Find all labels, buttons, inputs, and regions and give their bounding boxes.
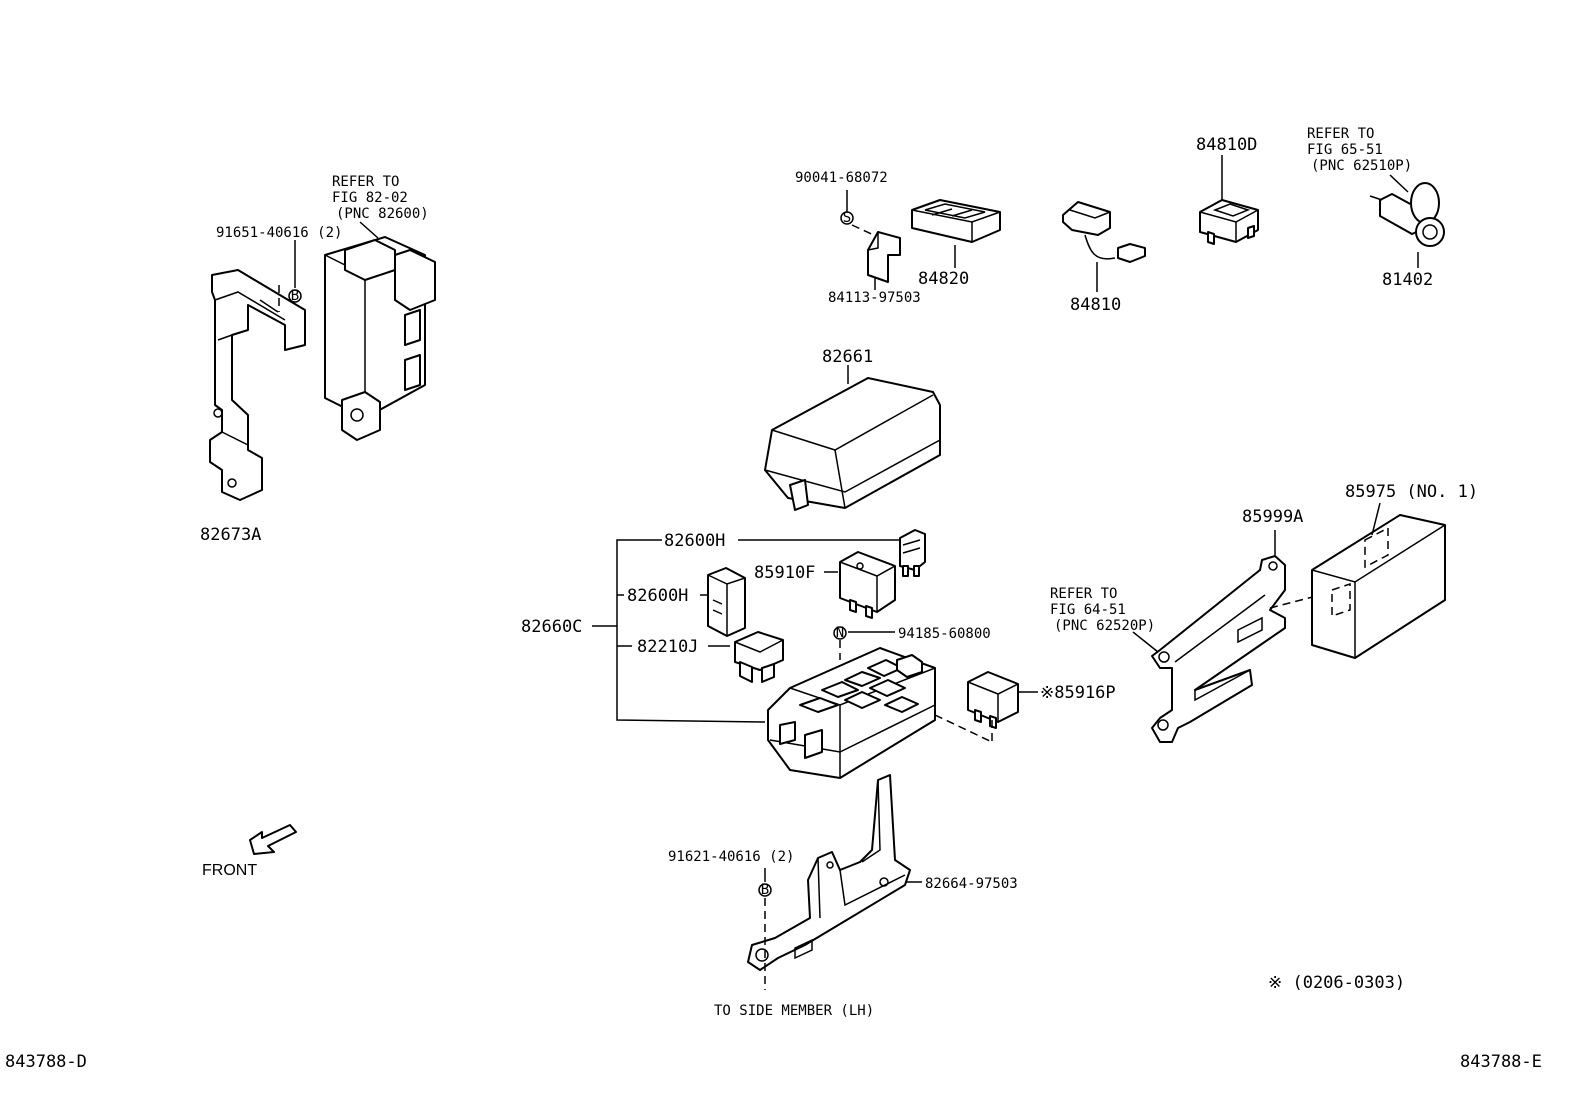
label-94185-60800: 94185-60800 — [898, 626, 991, 642]
label-82664-97503: 82664-97503 — [925, 876, 1018, 892]
label-82673a: 82673A — [200, 525, 261, 545]
relay-85910f-drawing — [839, 551, 896, 619]
label-85975-no1: 85975 (NO. 1) — [1345, 482, 1478, 502]
bracket-82673a-drawing — [209, 269, 306, 501]
cover-82661-drawing — [764, 377, 941, 511]
label-90041-68072: 90041-68072 — [795, 170, 888, 186]
label-82661: 82661 — [822, 347, 873, 367]
label-to-side-member: TO SIDE MEMBER (LH) — [714, 1003, 874, 1019]
label-84810: 84810 — [1070, 295, 1121, 315]
label-85910f: 85910F — [754, 563, 815, 583]
label-ref-right: 843788-E — [1460, 1052, 1542, 1072]
bracket-85999a-drawing — [1151, 555, 1286, 743]
label-refer-fig-64-51-line3: (PNC 62520P) — [1054, 618, 1155, 634]
svg-text:B: B — [761, 882, 769, 898]
marker-n: N — [833, 625, 847, 641]
label-85916p: ※85916P — [1040, 683, 1116, 703]
label-84810d: 84810D — [1196, 135, 1257, 155]
block-82210j-drawing — [734, 631, 784, 683]
label-ref-left: 843788-D — [5, 1052, 87, 1072]
svg-text:N: N — [836, 625, 844, 641]
label-91621-40616: 91621-40616 (2) — [668, 849, 794, 865]
label-refer-fig-82-02-line1: REFER TO — [332, 174, 399, 190]
front-arrow-icon — [249, 824, 297, 855]
bracket-82664-drawing — [747, 774, 911, 971]
label-84820: 84820 — [918, 269, 969, 289]
label-81402: 81402 — [1382, 270, 1433, 290]
label-82600h-top: 82600H — [664, 531, 725, 551]
svg-text:B: B — [291, 288, 299, 304]
marker-b-bottom: B — [758, 882, 772, 898]
fuse-82600h-top-drawing — [899, 529, 926, 577]
svg-text:S: S — [843, 210, 851, 226]
bracket-84113-drawing — [867, 231, 901, 283]
label-refer-fig-82-02-line2: FIG 82-02 — [332, 190, 408, 206]
label-refer-fig-65-51-line3: (PNC 62510P) — [1311, 158, 1412, 174]
label-82660c: 82660C — [521, 617, 582, 637]
label-refer-fig-82-02-line3: (PNC 82600) — [336, 206, 429, 222]
label-refer-fig-65-51-line1: REFER TO — [1307, 126, 1374, 142]
label-82210j: 82210J — [637, 637, 698, 657]
switch-84810d-drawing — [1199, 199, 1259, 245]
marker-s: S — [840, 210, 854, 226]
label-front: FRONT — [202, 862, 257, 879]
label-85999a: 85999A — [1242, 507, 1303, 527]
label-refer-fig-64-51-line2: FIG 64-51 — [1050, 602, 1126, 618]
relay-85916p-drawing — [967, 671, 1019, 729]
label-82600h-mid: 82600H — [627, 586, 688, 606]
ecu-85975-drawing — [1311, 514, 1446, 659]
switch-84810-drawing — [1062, 201, 1146, 263]
fuse-box-82660c-drawing — [767, 647, 936, 779]
label-refer-fig-65-51-line2: FIG 65-51 — [1307, 142, 1383, 158]
marker-b-top: B — [288, 288, 302, 304]
label-refer-fig-64-51-line1: REFER TO — [1050, 586, 1117, 602]
label-91651-40616: 91651-40616 (2) — [216, 225, 342, 241]
socket-81402-drawing — [1369, 182, 1445, 247]
fuse-82600h-mid-drawing — [707, 567, 746, 637]
label-84113-97503: 84113-97503 — [828, 290, 921, 306]
ecu-82600-drawing — [324, 236, 436, 441]
label-note-period: ※ (0206-0303) — [1268, 973, 1405, 993]
switch-84820-drawing — [911, 199, 1001, 243]
